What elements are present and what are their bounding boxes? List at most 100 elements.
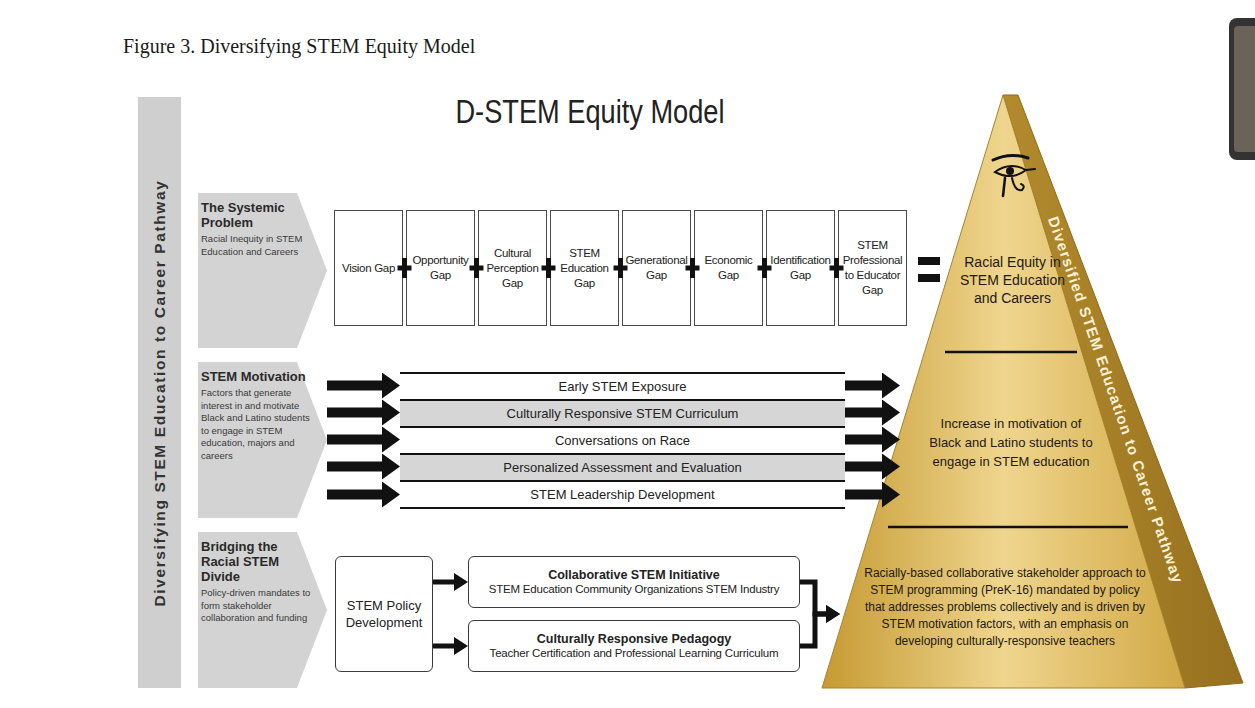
eye-tear: [1003, 178, 1005, 196]
pathway-band-label: Diversifying STEM Education to Career Pa…: [151, 179, 169, 606]
eye-brow: [993, 155, 1028, 160]
eye-outline: [995, 166, 1026, 176]
diagram-title: D-STEM Equity Model: [382, 92, 798, 131]
connector-arrow: [800, 614, 840, 646]
pyramid-shape: [822, 95, 1243, 688]
factor-band: Early STEM Exposure: [400, 372, 845, 399]
pyramid-section: Racially-based collaborative stakeholder…: [840, 532, 1170, 682]
plus-bar: [398, 266, 412, 271]
row-description: Factors that generate interest in and mo…: [201, 387, 313, 462]
plus-bar: [470, 266, 484, 271]
plus-bar: [614, 266, 628, 271]
connector-arrow: [327, 462, 400, 472]
factor-band: STEM Leadership Development: [400, 480, 845, 509]
row-description: Policy-driven mandates to form stakehold…: [201, 587, 313, 625]
eye-tail: [1026, 169, 1035, 170]
gap-box: Generational Gap: [622, 210, 691, 326]
chevron-fill: [198, 362, 327, 518]
connector-arrow: [845, 381, 900, 391]
row-heading: STEM Motivation: [201, 369, 313, 384]
connector-arrow: [433, 644, 468, 649]
factor-band: Personalized Assessment and Evaluation: [400, 453, 845, 480]
row-chevron: STEM MotivationFactors that generate int…: [198, 362, 327, 518]
row-chevron: Bridging the Racial STEM DividePolicy-dr…: [198, 532, 327, 688]
row-description: Racial Inequity in STEM Education and Ca…: [201, 233, 313, 258]
factor-label: Culturally Responsive STEM Curriculum: [507, 406, 739, 421]
gap-box: Economic Gap: [694, 210, 763, 326]
connector-arrow: [327, 408, 400, 418]
initiative-box: Collaborative STEM InitiativeSTEM Educat…: [468, 556, 800, 608]
gap-box: Opportunity Gap: [406, 210, 475, 326]
eye-spiral: [1012, 178, 1024, 190]
chevron-fill: [198, 532, 327, 688]
plus-bar: [690, 258, 695, 278]
box-body: STEM Education Community Organizations S…: [485, 583, 784, 596]
factor-label: Conversations on Race: [555, 433, 690, 448]
plus-signs: [398, 258, 844, 278]
factor-label: Personalized Assessment and Evaluation: [503, 460, 741, 475]
factor-label: Early STEM Exposure: [559, 379, 687, 394]
connector-arrow: [845, 408, 900, 418]
eye-of-horus-symbol: [993, 155, 1035, 196]
connector-arrow: [845, 462, 900, 472]
connector-arrow: [327, 435, 400, 445]
pyramid: Diversified STEM Education to Career Pat…: [822, 95, 1243, 688]
connector-arrow: [327, 381, 400, 391]
equals-sign: [918, 257, 940, 282]
box-heading: Collaborative STEM Initiative: [548, 568, 720, 583]
figure-caption: Figure 3. Diversifying STEM Equity Model: [123, 35, 475, 58]
gap-box: STEM Education Gap: [550, 210, 619, 326]
webcam-frame: [1229, 18, 1255, 160]
gap-label: Economic Gap: [697, 253, 760, 283]
gap-label: Generational Gap: [625, 253, 688, 283]
webcam-image: [1234, 26, 1255, 152]
eye-pupil: [1006, 167, 1014, 175]
factor-band: Conversations on Race: [400, 426, 845, 453]
pyramid-dividers: [888, 352, 1128, 527]
row-heading: The Systemic Problem: [201, 200, 313, 230]
plus-bar: [830, 266, 844, 271]
plus-bar: [402, 258, 407, 278]
connector-arrow: [433, 580, 468, 585]
gap-box: Cultural Perception Gap: [478, 210, 547, 326]
plus-bar: [834, 258, 839, 278]
pyramid-section-text: Increase in motivation of Black and Lati…: [928, 414, 1094, 471]
factor-label: STEM Leadership Development: [530, 487, 714, 502]
connector-arrow: [845, 490, 900, 500]
pyramid-front-face: [822, 95, 1185, 688]
gap-label: Vision Gap: [342, 261, 395, 276]
connector-arrow: [800, 582, 840, 614]
gap-box: STEM Professional to Educator Gap: [838, 210, 907, 326]
plus-bar: [758, 266, 772, 271]
gap-box: Identification Gap: [766, 210, 835, 326]
pyramid-section-text: Racial Equity in STEM Education and Care…: [950, 253, 1075, 307]
row-chevron: The Systemic ProblemRacial Inequity in S…: [198, 193, 327, 348]
divider-line: [945, 351, 1077, 354]
connector-arrow: [845, 435, 900, 445]
gap-label: STEM Professional to Educator Gap: [841, 238, 904, 298]
connector-group: [327, 386, 900, 647]
webcam-overlay: [1229, 18, 1255, 160]
plus-bar: [474, 258, 479, 278]
plus-bar: [618, 258, 623, 278]
pyramid-section: Increase in motivation of Black and Lati…: [900, 362, 1122, 522]
plus-bar: [762, 258, 767, 278]
gap-box: Vision Gap: [334, 210, 403, 326]
equals-bar: [918, 274, 940, 282]
divider-line: [888, 526, 1128, 529]
gap-label: Identification Gap: [769, 253, 832, 283]
pedagogy-box: Culturally Responsive PedagogyTeacher Ce…: [468, 620, 800, 672]
gap-label: Cultural Perception Gap: [481, 246, 544, 291]
box-body: Teacher Certification and Professional L…: [486, 647, 783, 660]
factor-band: Culturally Responsive STEM Curriculum: [400, 399, 845, 426]
connector-arrow: [327, 490, 400, 500]
plus-bar: [542, 266, 556, 271]
policy-box: STEM Policy Development: [335, 556, 433, 672]
plus-bar: [686, 266, 700, 271]
equals-bar: [918, 257, 940, 265]
gap-label: STEM Education Gap: [553, 246, 616, 291]
chevron-fill: [198, 193, 327, 348]
pathway-band: Diversifying STEM Education to Career Pa…: [138, 97, 181, 688]
